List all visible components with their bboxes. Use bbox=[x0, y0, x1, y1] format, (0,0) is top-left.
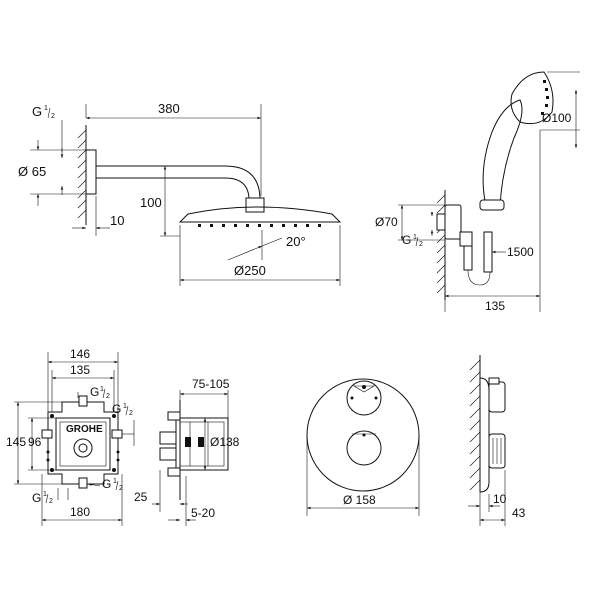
dim-head-angle: 20° bbox=[286, 234, 306, 249]
svg-text:G: G bbox=[90, 385, 99, 399]
dim-depth-25: 25 bbox=[134, 490, 148, 504]
svg-text:G: G bbox=[402, 233, 411, 247]
thread-label-box-bottom-right: G 1 2 bbox=[87, 477, 123, 492]
dim-install-depth: 75-105 bbox=[192, 377, 230, 391]
thread-label-box-top: G 1 2 bbox=[77, 385, 110, 400]
dim-holder-projection: 135 bbox=[485, 299, 505, 313]
wall-outlet-holder bbox=[444, 204, 462, 240]
svg-text:G: G bbox=[32, 491, 41, 505]
thread-label-holder: G 1 2 bbox=[402, 212, 434, 248]
shower-head-nozzles bbox=[198, 224, 321, 227]
dim-arm-height: 100 bbox=[140, 195, 162, 210]
diverter-knob bbox=[346, 380, 382, 416]
svg-text:1: 1 bbox=[44, 105, 48, 112]
hand-shower-handle bbox=[482, 99, 523, 207]
dim-holder-diameter: Ø70 bbox=[375, 215, 398, 229]
svg-text:G: G bbox=[102, 477, 111, 491]
dim-plate-diameter: Ø 158 bbox=[343, 493, 376, 507]
dim-plate-offset: 10 bbox=[493, 492, 507, 506]
dim-hand-shower-diameter: Ø100 bbox=[542, 111, 572, 125]
escutcheon-front-view: Ø 158 bbox=[306, 378, 420, 516]
svg-text:1: 1 bbox=[113, 478, 117, 485]
dim-box-height-inner: 96 bbox=[28, 435, 42, 449]
thread-label-box-bottom-left: G 1 2 bbox=[32, 488, 69, 505]
hand-shower-nozzles bbox=[541, 80, 549, 115]
arm-flange bbox=[85, 149, 97, 195]
dim-wall-offset: 10 bbox=[110, 213, 124, 228]
shower-head-view: 380 G 1 2 Ø 65 10 100 20° bbox=[18, 101, 342, 286]
dim-box-height-outer: 145 bbox=[6, 435, 26, 449]
dim-box-width-outer: 146 bbox=[70, 347, 90, 361]
thermostat-knob bbox=[346, 430, 382, 466]
trim-plate-side bbox=[479, 377, 490, 493]
svg-text:1: 1 bbox=[413, 234, 417, 241]
dim-head-diameter: Ø250 bbox=[234, 263, 266, 278]
dim-box-width-inner: 135 bbox=[70, 363, 90, 377]
box-screws bbox=[46, 414, 120, 472]
svg-text:1: 1 bbox=[123, 403, 127, 410]
svg-text:2: 2 bbox=[129, 410, 133, 417]
svg-text:2: 2 bbox=[51, 113, 55, 120]
rough-in-box-side-view: 75-105 Ø138 25 5-20 bbox=[134, 377, 240, 526]
box-body bbox=[55, 417, 111, 471]
thread-label-head: G 1 2 bbox=[32, 104, 64, 195]
rough-in-box-front-view: GROHE 146 135 G 1 2 bbox=[6, 347, 135, 526]
svg-text:2: 2 bbox=[119, 485, 123, 492]
dim-arm-length: 380 bbox=[158, 101, 180, 116]
shower-head-connector bbox=[245, 197, 265, 213]
svg-text:2: 2 bbox=[419, 241, 423, 248]
diverter-knob-side bbox=[488, 381, 506, 413]
hand-shower-head bbox=[510, 71, 554, 125]
dim-handle-depth: 43 bbox=[512, 506, 526, 520]
dim-body-diameter: Ø138 bbox=[210, 435, 240, 449]
svg-text:2: 2 bbox=[106, 393, 110, 400]
box-outer-frame bbox=[47, 401, 119, 485]
svg-text:G: G bbox=[32, 104, 42, 119]
dim-flange-diameter: Ø 65 bbox=[18, 164, 46, 179]
svg-text:1: 1 bbox=[100, 386, 104, 393]
svg-text:G: G bbox=[112, 402, 121, 416]
dim-hose-length: 1500 bbox=[507, 245, 534, 259]
dim-box-base-width: 180 bbox=[70, 505, 90, 519]
escutcheon-side-view: 10 43 bbox=[468, 355, 526, 526]
thread-label-box-right: G 1 2 bbox=[112, 402, 135, 446]
box-logo-mark: GROHE bbox=[66, 424, 103, 435]
hand-shower-view: Ø100 Ø70 G 1 2 1500 135 bbox=[375, 71, 580, 313]
svg-text:1: 1 bbox=[43, 491, 47, 498]
shower-arm bbox=[96, 165, 261, 201]
svg-text:2: 2 bbox=[49, 498, 53, 505]
shower-head bbox=[178, 206, 342, 223]
dim-depth-5-20: 5-20 bbox=[191, 506, 215, 520]
thermostat-knob-side bbox=[488, 433, 506, 469]
wall-hatch bbox=[77, 125, 87, 225]
